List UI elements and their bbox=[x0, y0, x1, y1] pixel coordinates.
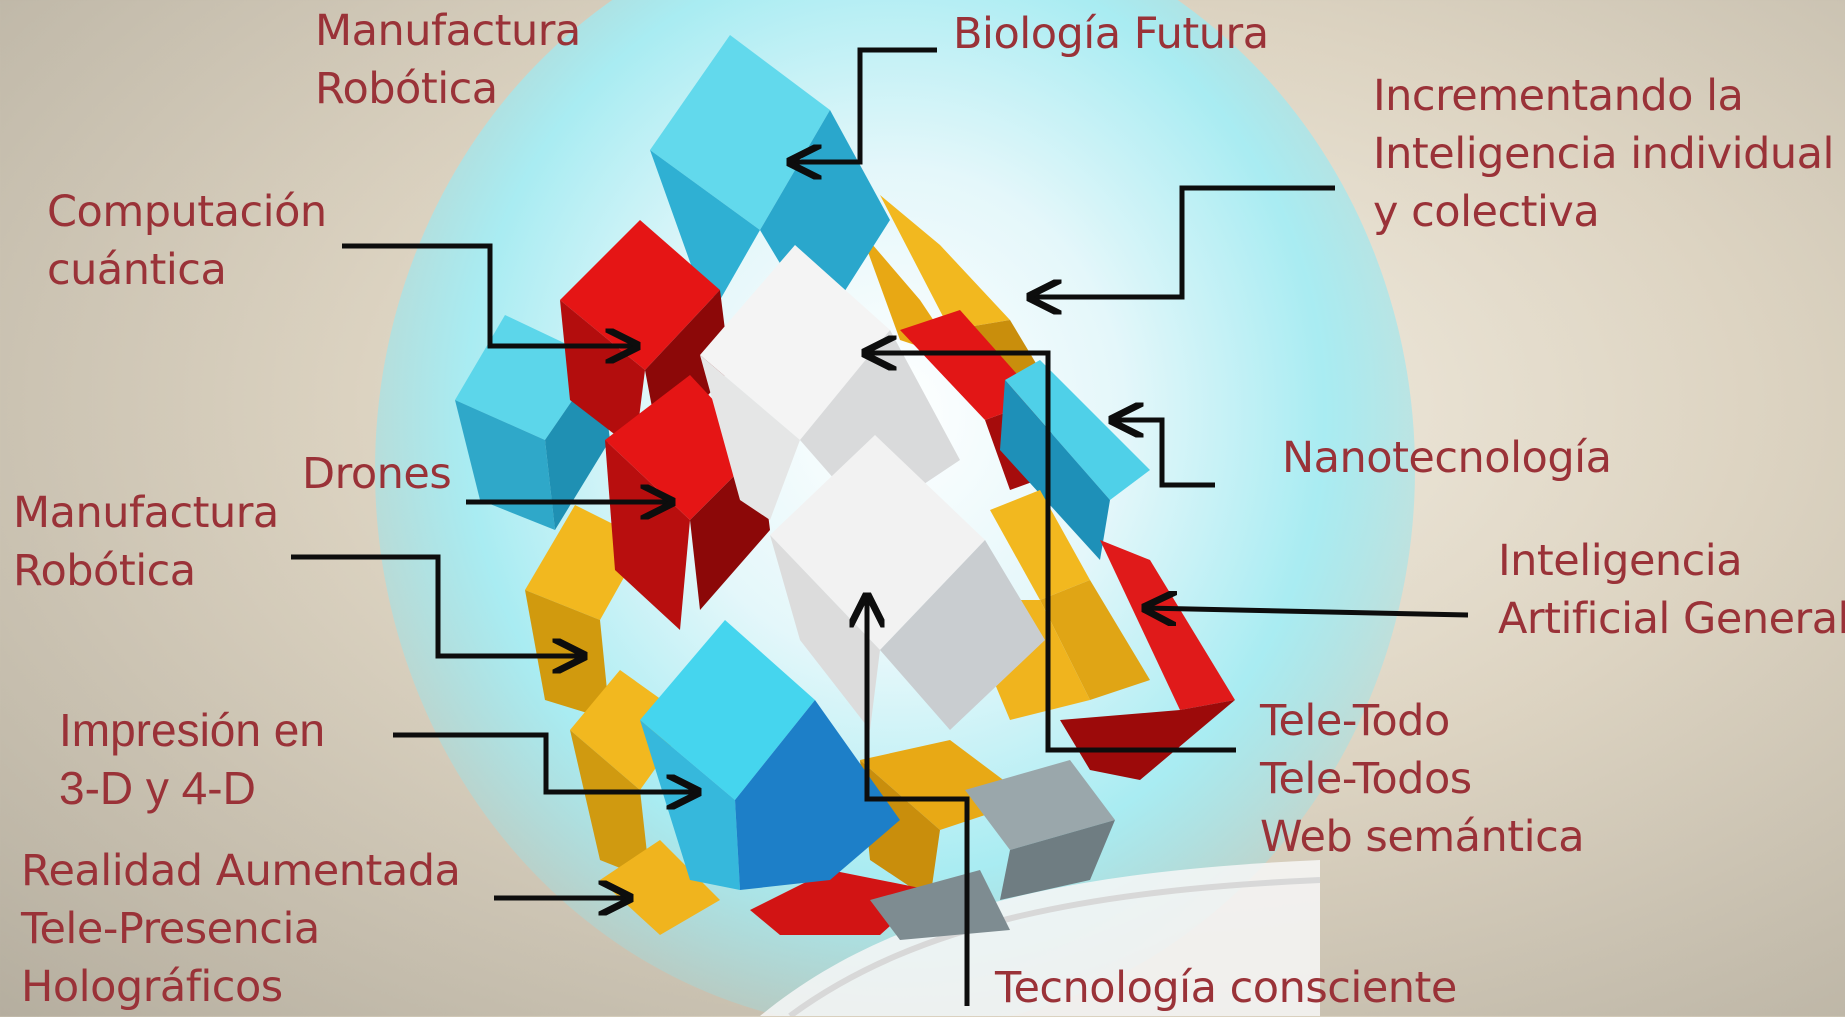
arrow-incrementando bbox=[1030, 185, 1335, 297]
label-drones: Drones bbox=[302, 445, 452, 503]
label-tele-todo: Tele-Todo Tele-Todos Web semántica bbox=[1260, 692, 1585, 866]
label-incrementando-inteligencia: Incrementando la Inteligencia individual… bbox=[1373, 67, 1834, 241]
arrow-tecnologia bbox=[867, 596, 970, 1006]
cube-block bbox=[600, 840, 720, 935]
arrow-agi bbox=[1145, 608, 1469, 615]
label-line: Incrementando la bbox=[1373, 71, 1744, 121]
label-line: Tecnología consciente bbox=[995, 963, 1457, 1013]
label-line: Inteligencia bbox=[1498, 536, 1743, 586]
label-line: Drones bbox=[302, 449, 452, 499]
label-manufactura-robotica-mid: Manufactura Robótica bbox=[13, 484, 279, 600]
label-line: Tele-Presencia bbox=[21, 904, 320, 954]
arrow-impresion bbox=[393, 732, 698, 792]
label-line: Inteligencia individual bbox=[1373, 129, 1834, 179]
label-line: Tele-Todos bbox=[1260, 754, 1472, 804]
label-line: 3-D y 4-D bbox=[59, 762, 256, 814]
label-line: Robótica bbox=[13, 546, 196, 596]
arrow-computacion bbox=[342, 243, 637, 346]
cube-blocks bbox=[455, 35, 1235, 940]
cube-block bbox=[1000, 360, 1150, 560]
label-impresion-3d-4d: Impresión en 3-D y 4-D bbox=[59, 701, 325, 817]
cube-block bbox=[770, 435, 1045, 730]
label-inteligencia-artificial-general: Inteligencia Artificial General bbox=[1498, 532, 1845, 648]
cube-block bbox=[965, 760, 1115, 900]
label-line: Manufactura bbox=[13, 488, 279, 538]
label-line: y colectiva bbox=[1373, 187, 1600, 237]
cube-block bbox=[870, 870, 1010, 940]
label-line: cuántica bbox=[47, 245, 227, 295]
label-line: Tele-Todo bbox=[1260, 696, 1450, 746]
label-line: Holográficos bbox=[21, 962, 283, 1012]
arrow-biologia bbox=[790, 47, 937, 162]
label-line: Robótica bbox=[315, 64, 498, 114]
arrow-tele bbox=[865, 353, 1236, 753]
label-line: Biología Futura bbox=[953, 9, 1269, 59]
arrow-nanotecnologia bbox=[1112, 420, 1215, 488]
label-line: Web semántica bbox=[1260, 812, 1585, 862]
label-line: Realidad Aumentada bbox=[21, 846, 461, 896]
swoosh bbox=[760, 860, 1320, 1016]
label-line: Impresión en bbox=[59, 704, 325, 756]
label-line: Manufactura bbox=[315, 6, 581, 56]
swoosh-shadow bbox=[788, 877, 1321, 1016]
arrow-manufactura bbox=[291, 554, 584, 656]
label-computacion-cuantica: Computación cuántica bbox=[47, 183, 327, 299]
label-manufactura-robotica-top: Manufactura Robótica bbox=[315, 2, 581, 118]
label-nanotecnologia: Nanotecnología bbox=[1282, 429, 1612, 487]
label-line: Nanotecnología bbox=[1282, 433, 1612, 483]
label-line: Artificial General bbox=[1498, 594, 1845, 644]
label-biologia-futura: Biología Futura bbox=[953, 5, 1269, 63]
label-realidad-aumentada: Realidad Aumentada Tele-Presencia Hologr… bbox=[21, 842, 461, 1016]
label-tecnologia-consciente: Tecnología consciente bbox=[995, 959, 1457, 1017]
label-line: Computación bbox=[47, 187, 327, 237]
